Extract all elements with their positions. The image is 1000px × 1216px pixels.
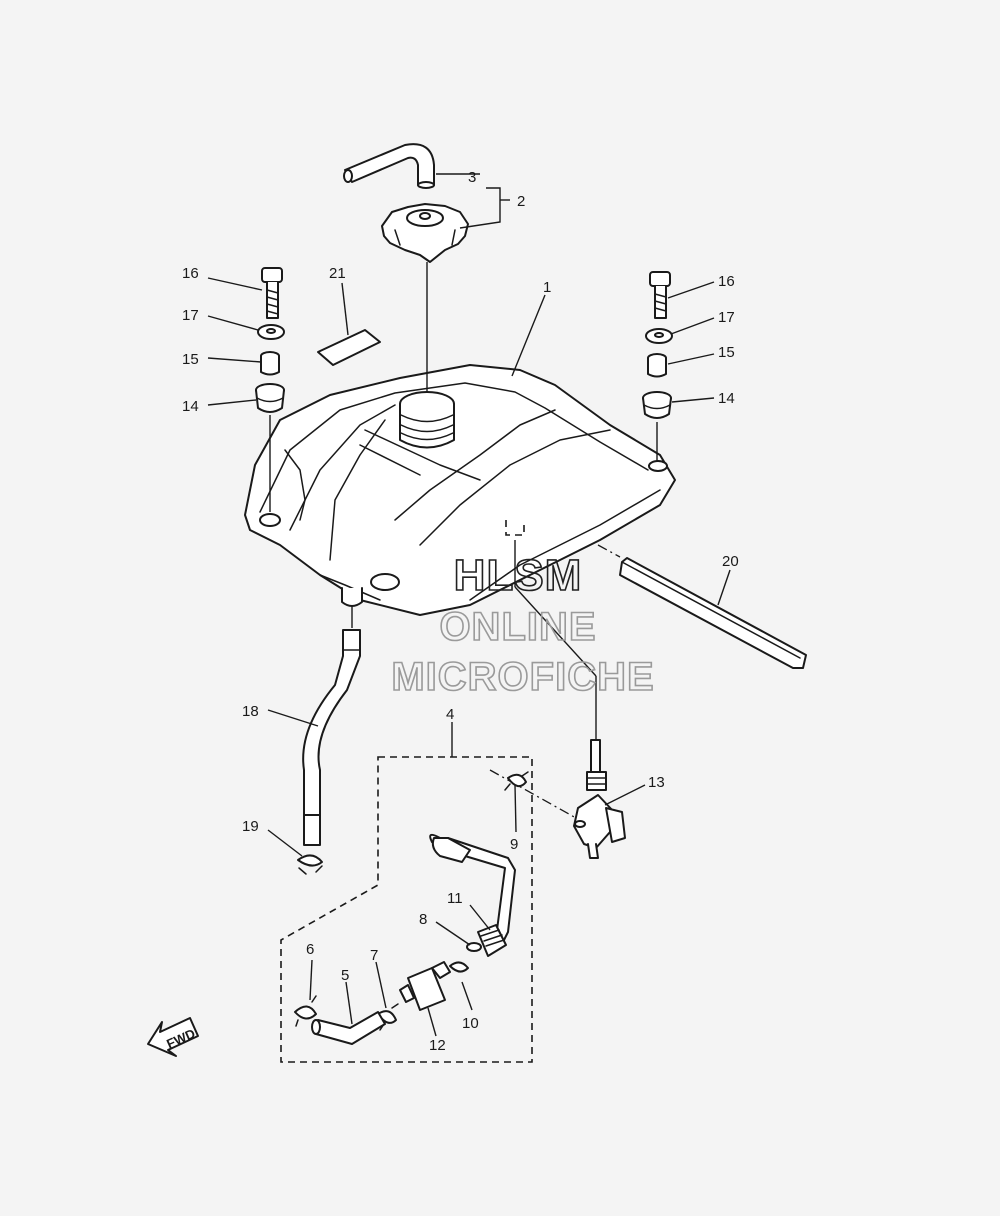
callout-21: 21 [329,265,346,282]
callout-8: 8 [419,911,427,928]
watermark-line-1: HLSM [454,551,583,600]
callout-3: 3 [468,169,476,186]
watermark-line-3: MICROFICHE [391,655,654,699]
fuel-tank[interactable] [244,364,676,616]
hose-clip-6[interactable] [294,995,317,1027]
strip-alignment-line [597,544,621,558]
callout-2: 2 [517,193,525,210]
breather-hose[interactable] [343,143,435,189]
callout-12: 12 [429,1037,446,1054]
callout-17-left: 17 [182,307,199,324]
left-damper[interactable] [255,383,285,413]
callout-16-left: 16 [182,265,199,282]
hose-assembly-boundary [280,756,533,1063]
hose-clip-19[interactable] [297,814,323,875]
callout-17-right: 17 [718,309,735,326]
damper-strip[interactable] [619,557,807,669]
watermark: HLSM ONLINE MICROFICHE [391,550,655,700]
callout-1: 1 [543,279,551,296]
right-washer[interactable] [645,328,673,344]
right-damper[interactable] [642,391,672,419]
fuel-filter[interactable] [399,961,451,1011]
hose-clip-9[interactable] [504,771,529,791]
right-collar[interactable] [647,353,667,378]
petcock-line-diag [514,586,597,677]
callout-14-right: 14 [718,390,735,407]
callout-numbers: 3 2 1 16 17 15 14 21 16 17 15 14 20 18 4… [182,169,739,1054]
forward-direction-arrow: FWD [147,1017,199,1057]
left-washer[interactable] [257,324,285,340]
callout-11: 11 [447,890,463,907]
fuel-hose-11[interactable] [429,833,516,957]
fuel-cock[interactable] [573,739,626,859]
callout-leaders [207,173,731,1037]
petcock-hose-line [489,769,577,819]
right-bolt[interactable] [649,271,671,319]
callout-15-right: 15 [718,344,735,361]
callout-5: 5 [341,967,349,984]
overflow-hose[interactable] [302,629,361,816]
hose-clip-10[interactable] [449,961,469,973]
callout-7: 7 [370,947,378,964]
callout-9: 9 [510,836,518,853]
left-bolt[interactable] [261,267,283,319]
callout-20: 20 [722,553,739,570]
callout-14-left: 14 [182,398,199,415]
callout-6: 6 [306,941,314,958]
caution-label[interactable] [317,329,381,366]
callout-10: 10 [462,1015,479,1032]
left-collar[interactable] [260,351,280,376]
fuel-cap[interactable] [381,203,469,263]
fuel-hose-5[interactable] [311,1011,386,1045]
watermark-line-2: ONLINE [439,605,596,649]
callout-4: 4 [446,706,454,723]
callout-19: 19 [242,818,259,835]
callout-15-left: 15 [182,351,199,368]
hose-clip-8[interactable] [466,942,482,952]
callout-16-right: 16 [718,273,735,290]
callout-18: 18 [242,703,259,720]
callout-13: 13 [648,774,665,791]
